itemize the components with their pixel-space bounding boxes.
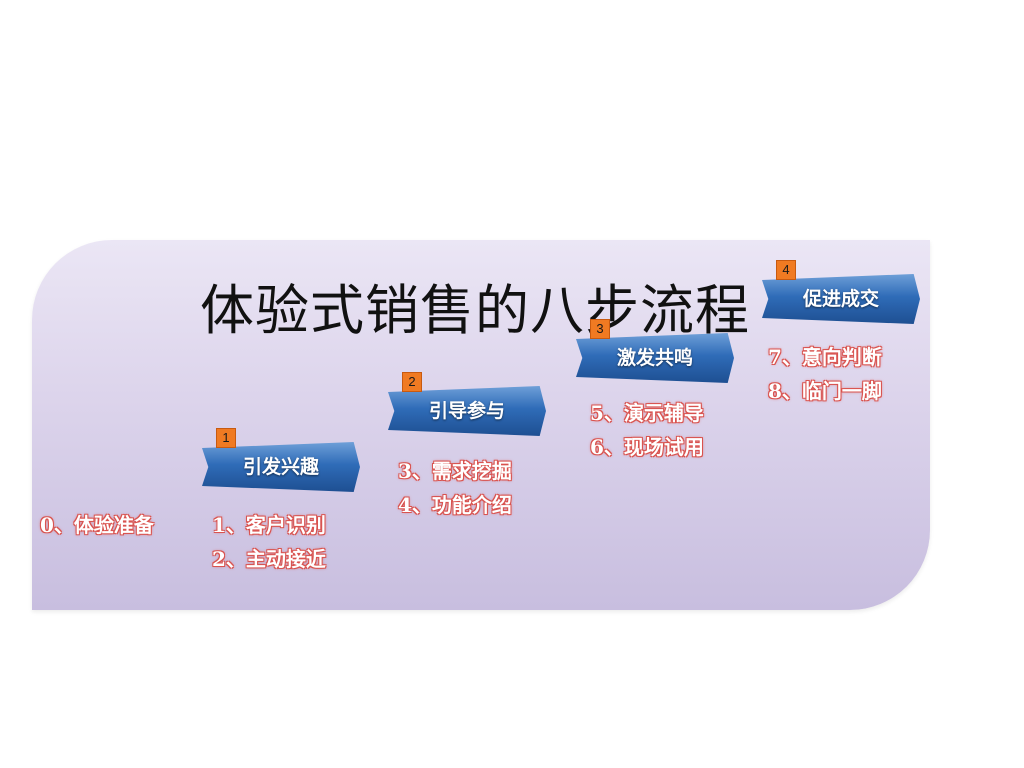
step-2-substep-list: 3、需求挖掘 4、功能介绍: [398, 454, 512, 522]
step-3-label: 激发共鸣: [616, 347, 693, 369]
step-4-substep-list: 7、意向判断 8、临门一脚: [768, 340, 882, 408]
step-4-number-badge: 4: [776, 260, 796, 280]
substep-3: 3、需求挖掘: [398, 459, 512, 483]
substep-0: 0、体验准备: [40, 513, 154, 537]
substep-2: 2、主动接近: [212, 547, 326, 571]
substep-7: 7、意向判断: [768, 345, 882, 369]
substep-5: 5、演示辅导: [590, 401, 704, 425]
step-4-arrow-shape: [762, 274, 920, 324]
step-1-number-badge: 1: [216, 428, 236, 448]
step-1-arrow-shape: [202, 442, 360, 492]
step-3-number-badge: 3: [590, 319, 610, 339]
step-3-arrow-shape: [576, 333, 734, 383]
step-2-label: 引导参与: [428, 400, 505, 422]
substep-8: 8、临门一脚: [768, 379, 882, 403]
step-1-substep-list: 1、客户识别 2、主动接近: [212, 508, 326, 576]
substep-1: 1、客户识别: [212, 513, 326, 537]
substep-4: 4、功能介绍: [398, 493, 512, 517]
substep-6: 6、现场试用: [590, 435, 704, 459]
step-2-number-badge: 2: [402, 372, 422, 392]
step-3-substep-list: 5、演示辅导 6、现场试用: [590, 396, 704, 464]
preparation-substep-list: 0、体验准备: [40, 508, 154, 542]
step-4-label: 促进成交: [802, 288, 879, 310]
diagram-title: 体验式销售的八步流程: [200, 279, 750, 342]
step-2-arrow-shape: [388, 386, 546, 436]
step-1-label: 引发兴趣: [242, 456, 319, 478]
